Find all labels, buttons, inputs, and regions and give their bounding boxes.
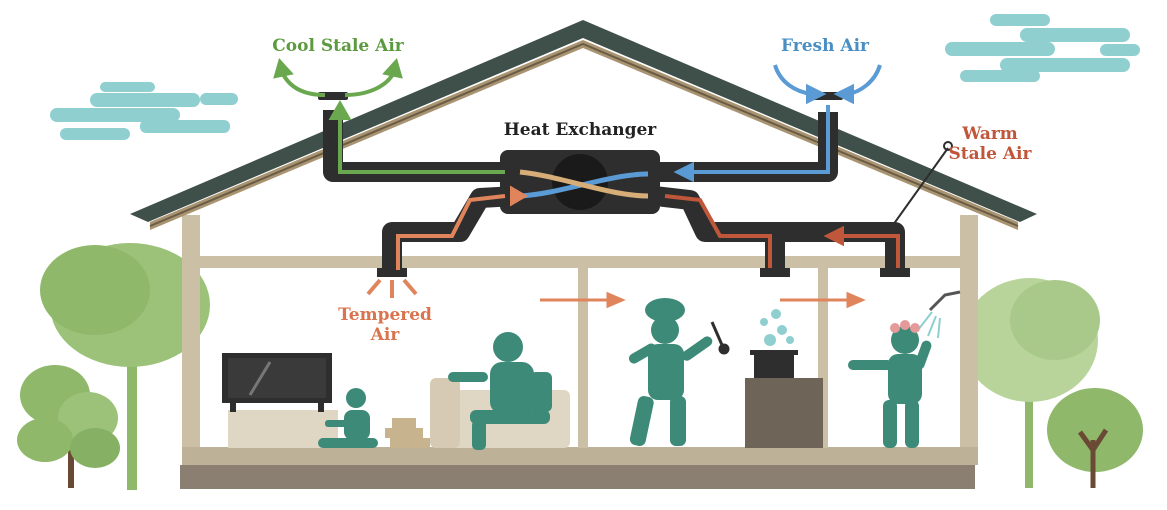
cloud-left <box>50 82 238 140</box>
warm-stale-air-label-line1: Warm <box>962 124 1018 144</box>
tv-set <box>222 353 338 448</box>
tempered-air-label: Tempered Air <box>320 305 450 345</box>
ladle <box>710 321 730 355</box>
heat-exchanger-label: Heat Exchanger <box>503 120 657 140</box>
adult-on-sofa-figure <box>448 332 552 450</box>
fresh-air-label: Fresh Air <box>781 36 869 56</box>
steam-bubbles <box>760 309 794 346</box>
tree-left-large <box>40 243 210 490</box>
airflow-fresh <box>673 105 830 183</box>
ground <box>180 465 975 489</box>
heat-exchanger-unit <box>500 150 660 214</box>
airflow-cool-stale <box>328 99 505 174</box>
tempered-air-label-line1: Tempered <box>338 305 432 325</box>
warm-stale-air-pointer <box>887 141 953 233</box>
roof <box>130 20 1037 230</box>
cloud-right <box>945 14 1140 82</box>
showering-person-figure <box>848 320 932 448</box>
house-structure <box>182 215 978 465</box>
tempered-air-vent-arrows <box>366 278 418 298</box>
child-figure <box>318 388 378 448</box>
toy-blocks <box>385 418 430 448</box>
chef-figure <box>628 298 713 446</box>
tempered-air-label-line2: Air <box>370 325 400 345</box>
tree-right-small <box>1047 388 1143 488</box>
room-airflow-arrows <box>540 291 866 309</box>
airflow-warm-stale <box>664 194 900 268</box>
warm-stale-air-label-line2: Stale Air <box>948 144 1032 164</box>
shower-head <box>917 290 961 339</box>
cool-stale-air-outflow-arrows <box>273 57 403 97</box>
fresh-air-inflow-arrows <box>773 64 882 105</box>
tree-right-large <box>962 278 1100 488</box>
warm-stale-air-label: Warm Stale Air <box>930 124 1050 164</box>
stove-with-pot <box>745 350 823 448</box>
tree-left-small <box>17 365 120 488</box>
cool-stale-air-label: Cool Stale Air <box>272 36 404 56</box>
airflow-tempered <box>396 185 528 270</box>
